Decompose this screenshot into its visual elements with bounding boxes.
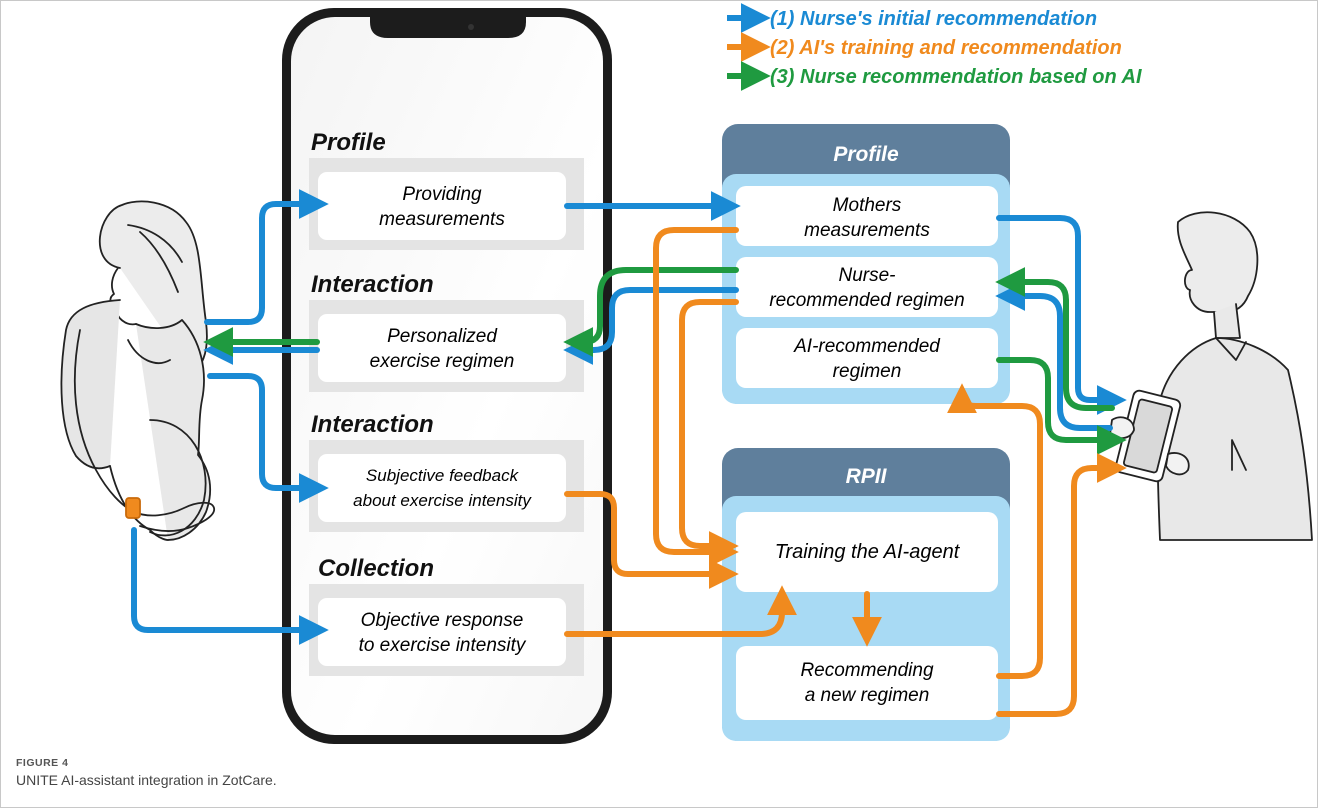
training-label: Training the AI-agent xyxy=(775,541,961,563)
recommending-line1: Recommending xyxy=(800,660,933,681)
arrow-mother-to-providing xyxy=(204,189,329,325)
personalized-line2: exercise regimen xyxy=(370,351,515,372)
box-training-ai-agent xyxy=(736,512,998,592)
arrow-ai-regimen-to-nurse xyxy=(996,357,1127,455)
box-nurse-recommended-regimen xyxy=(736,257,998,317)
section-profile: Profile xyxy=(311,129,386,156)
arrow-subjective-to-training xyxy=(564,491,739,589)
box-recommending-regimen xyxy=(736,646,998,720)
arrow-nurse-regimen-to-training xyxy=(679,299,739,561)
profile-panel-header: Profile xyxy=(833,143,899,166)
providing-line2: measurements xyxy=(379,209,505,230)
rpii-panel-header: RPII xyxy=(846,465,888,488)
nurse-line1: Nurse- xyxy=(838,265,895,286)
providing-line1: Providing xyxy=(402,184,482,205)
figure-caption-text: UNITE AI-assistant integration in ZotCar… xyxy=(16,772,277,788)
connectors xyxy=(131,189,1127,717)
smartphone: Profile Interaction Interaction Collecti… xyxy=(282,8,612,744)
mothers-line1: Mothers xyxy=(833,195,902,216)
mothers-line2: measurements xyxy=(804,220,930,241)
arrow-measurements-to-nurse xyxy=(996,215,1127,415)
legend: (1) Nurse's initial recommendation (2) A… xyxy=(727,3,1142,91)
box-objective-response xyxy=(318,598,566,666)
subjective-line2: about exercise intensity xyxy=(353,491,532,510)
arrow-recommending-to-ai-regimen xyxy=(947,383,1043,679)
arrow-measurements-to-training xyxy=(653,227,739,567)
figure-label: FIGURE 4 xyxy=(16,757,69,769)
workflow-diagram: (1) Nurse's initial recommendation (2) A… xyxy=(60,3,1313,744)
objective-line2: to exercise intensity xyxy=(359,635,527,656)
nurse-illustration xyxy=(1109,211,1313,541)
arrow-nurse-regimen-to-personalized xyxy=(563,287,739,365)
pregnant-mother-illustration xyxy=(60,200,215,541)
arrow-wristband-to-objective xyxy=(131,527,329,645)
arrow-mother-to-subjective xyxy=(207,373,329,503)
personalized-line1: Personalized xyxy=(387,326,498,347)
box-ai-recommended-regimen xyxy=(736,328,998,388)
box-subjective-feedback xyxy=(318,454,566,522)
arrow-nurse-regimen-to-personalized-green xyxy=(563,267,739,357)
arrow-nurse-to-nurse-regimen-green xyxy=(995,267,1115,411)
legend-item-2: (2) AI's training and recommendation xyxy=(770,37,1122,59)
section-interaction-1: Interaction xyxy=(311,271,434,298)
arrow-nurse-to-nurse-regimen xyxy=(995,281,1113,431)
ai-line1: AI-recommended xyxy=(793,336,941,357)
camera-icon xyxy=(468,24,474,30)
figure-caption: FIGURE 4 UNITE AI-assistant integration … xyxy=(16,757,277,788)
phone-notch xyxy=(370,17,526,38)
ai-line2: regimen xyxy=(833,361,902,382)
legend-item-1: (1) Nurse's initial recommendation xyxy=(770,8,1097,30)
profile-panel: Profile Mothers measurements Nurse- reco… xyxy=(722,124,1010,404)
nurse-line2: recommended regimen xyxy=(769,290,964,311)
subjective-line1: Subjective feedback xyxy=(366,466,520,485)
box-providing-measurements xyxy=(318,172,566,240)
box-mothers-measurements xyxy=(736,186,998,246)
arrow-recommending-to-nurse xyxy=(996,453,1127,717)
section-interaction-2: Interaction xyxy=(311,411,434,438)
section-collection: Collection xyxy=(318,555,434,582)
arrow-objective-to-training xyxy=(564,585,797,637)
objective-line1: Objective response xyxy=(361,610,524,631)
box-personalized-regimen xyxy=(318,314,566,382)
recommending-line2: a new regimen xyxy=(805,685,930,706)
legend-item-3: (3) Nurse recommendation based on AI xyxy=(770,66,1142,88)
